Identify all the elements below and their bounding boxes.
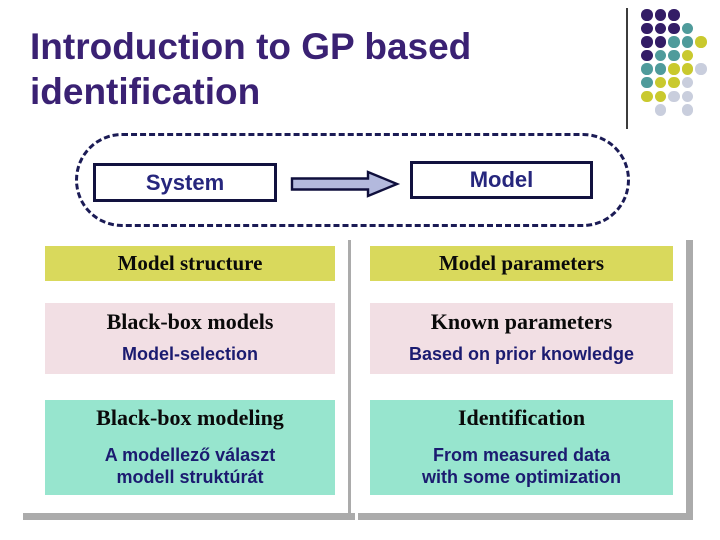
dot-icon	[654, 9, 666, 21]
dot-icon	[668, 36, 680, 48]
right-header-label: Model parameters	[438, 250, 605, 275]
dot-icon	[668, 49, 680, 62]
dot-icon	[641, 22, 653, 35]
right-arrow-icon	[290, 170, 401, 198]
dot-icon	[695, 36, 707, 48]
left-mid-title: Black-box models	[106, 309, 274, 334]
dots-decoration-icon	[641, 9, 709, 118]
dot-icon	[654, 90, 666, 103]
system-model-diagram-frame	[75, 133, 630, 227]
right-header-box: Model parameters	[370, 246, 673, 281]
left-bottom-box: Black-box modeling A modellező választ m…	[45, 400, 335, 495]
left-header-label: Model structure	[117, 250, 263, 275]
dot-icon	[681, 76, 693, 89]
dot-icon	[641, 36, 653, 48]
right-bottom-box: Identification From measured data with s…	[370, 400, 673, 495]
dot-icon	[654, 36, 666, 48]
dot-icon	[681, 90, 693, 103]
dot-icon	[668, 76, 680, 89]
right-mid-subtitle: Based on prior knowledge	[408, 344, 635, 364]
right-bottom-title: Identification	[457, 405, 586, 430]
title-line-2: identification	[30, 71, 261, 112]
page-title: Introduction to GP based identification	[30, 24, 471, 114]
dot-icon	[654, 63, 666, 75]
dot-icon	[668, 90, 680, 103]
dot-icon	[641, 90, 653, 103]
system-label: System	[145, 169, 225, 195]
vertical-rule	[626, 8, 628, 129]
dot-icon	[681, 104, 693, 116]
left-bottom-subtitle: A modellező választ modell struktúrát	[104, 445, 276, 487]
model-label: Model	[469, 167, 534, 192]
left-bottom-title: Black-box modeling	[96, 405, 284, 430]
dot-icon	[654, 49, 666, 62]
model-box: Model	[410, 161, 593, 199]
dot-icon	[668, 63, 680, 75]
title-line-1: Introduction to GP based	[30, 26, 472, 67]
dot-icon	[681, 36, 693, 48]
dot-icon	[641, 9, 653, 21]
left-mid-subtitle: Model-selection	[121, 344, 259, 364]
right-mid-title: Known parameters	[430, 309, 613, 334]
dot-icon	[681, 63, 693, 75]
dot-icon	[681, 22, 693, 35]
dot-icon	[668, 9, 680, 21]
dot-icon	[654, 104, 666, 116]
left-header-box: Model structure	[45, 246, 335, 281]
right-bottom-subtitle: From measured data with some optimizatio…	[421, 445, 621, 487]
dot-icon	[654, 76, 666, 89]
dot-icon	[654, 22, 666, 35]
dot-icon	[695, 63, 707, 75]
right-mid-box: Known parameters Based on prior knowledg…	[370, 303, 673, 374]
dot-icon	[668, 22, 680, 35]
dot-icon	[681, 49, 693, 62]
system-box: System	[93, 163, 277, 202]
dot-icon	[641, 63, 653, 75]
dot-icon	[641, 76, 653, 89]
dot-icon	[641, 49, 653, 62]
left-mid-box: Black-box models Model-selection	[45, 303, 335, 374]
